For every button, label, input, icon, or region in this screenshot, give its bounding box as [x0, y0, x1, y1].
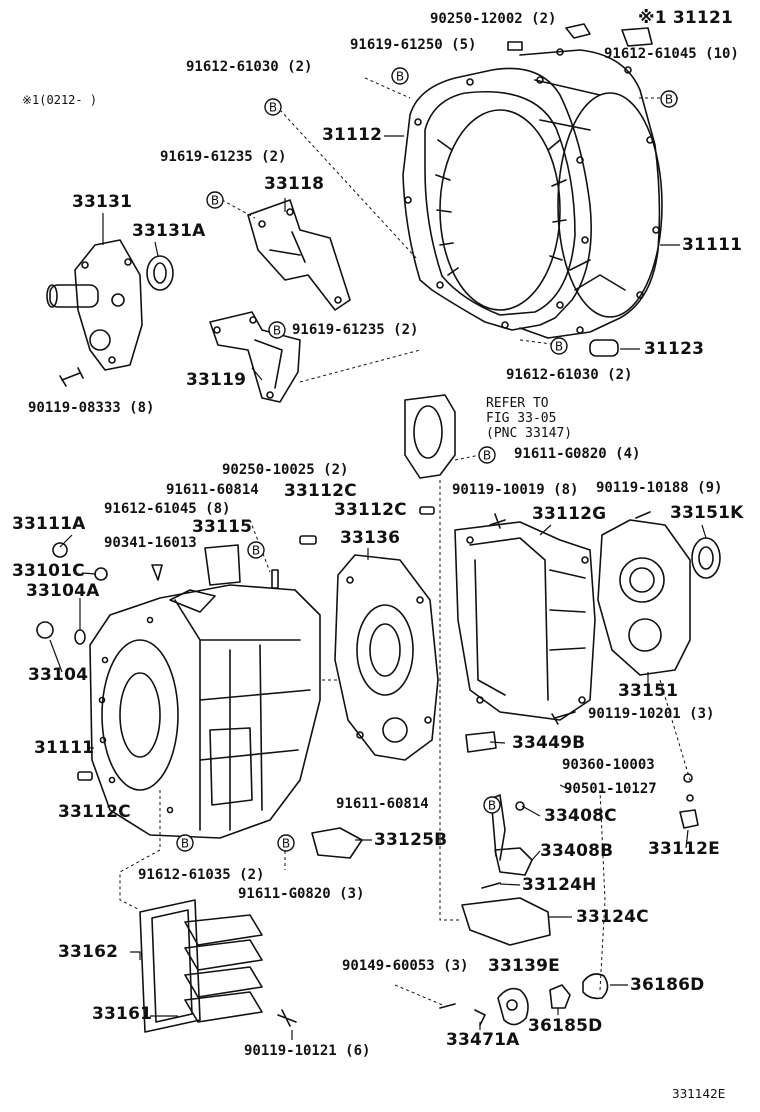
label-91611-60814-b: 91611-60814 [336, 796, 429, 812]
label-33104: 33104 [28, 665, 89, 685]
label-91612-61030-a: 91612-61030 (2) [186, 59, 313, 75]
label-90149-60053: 90149-60053 (3) [342, 958, 469, 974]
clip-90250-12002-shape [565, 23, 591, 39]
figure-code: 331142E [672, 1087, 726, 1101]
svg-text:B: B [555, 340, 563, 354]
bolt-marker-icon: B [268, 321, 286, 339]
bolt-marker-icon: B [206, 191, 224, 209]
label-33112C-c: 33112C [58, 802, 131, 822]
bolt-marker-icon: B [550, 337, 568, 355]
label-33101C: 33101C [12, 561, 85, 581]
label-91612-61030-b: 91612-61030 (2) [506, 367, 633, 383]
label-33151K: 33151K [670, 503, 744, 523]
label-36186D: 36186D [630, 975, 705, 995]
svg-text:B: B [488, 799, 496, 813]
plug-31123-shape [589, 339, 619, 357]
bell-housing-31112-shape [402, 67, 592, 331]
label-33124C: 33124C [576, 907, 649, 927]
label-91611-G0820-4: 91611-G0820 (4) [514, 446, 641, 462]
label-33161: 33161 [92, 1004, 153, 1024]
label-90119-10121: 90119-10121 (6) [244, 1043, 371, 1059]
bolt-marker-icon: B [660, 90, 678, 108]
svg-text:B: B [211, 194, 219, 208]
label-36185D: 36185D [528, 1016, 603, 1036]
bolt-marker-icon: B [247, 541, 265, 559]
label-33139E: 33139E [488, 956, 560, 976]
label-33112C-a: 33112C [284, 481, 357, 501]
label-91612-61035: 91612-61035 (2) [138, 867, 265, 883]
label-33112G: 33112G [532, 504, 607, 524]
svg-text:B: B [396, 70, 404, 84]
label-33125B: 33125B [374, 830, 448, 850]
label-33124H: 33124H [522, 875, 597, 895]
label-33471A: 33471A [446, 1030, 520, 1050]
label-91612-61045-8: 91612-61045 (8) [104, 501, 231, 517]
label-91611-60814-a: 91611-60814 [166, 482, 259, 498]
label-33112E: 33112E [648, 839, 720, 859]
bolt-marker-icon: B [277, 834, 295, 852]
label-90119-10201: 90119-10201 (3) [588, 706, 715, 722]
label-33131A: 33131A [132, 221, 206, 241]
reference-line-2: FIG 33-05 [486, 411, 557, 426]
label-33162: 33162 [58, 942, 119, 962]
label-91619-61235-a: 91619-61235 (2) [160, 149, 287, 165]
bolt-marker-icon: B [176, 834, 194, 852]
label-31121: ※1 31121 [638, 8, 734, 28]
label-33408C: 33408C [544, 806, 617, 826]
label-31111-top: 31111 [682, 235, 743, 255]
reference-line-3: (PNC 33147) [486, 426, 573, 441]
label-33136: 33136 [340, 528, 401, 548]
label-33112C-b: 33112C [334, 500, 407, 520]
bolt-marker-icon: B [478, 446, 496, 464]
label-33111A: 33111A [12, 514, 86, 534]
label-90341-16013: 90341-16013 [104, 535, 197, 551]
svg-text:B: B [665, 93, 673, 107]
label-90250-12002: 90250-12002 (2) [430, 11, 557, 27]
svg-text:B: B [269, 101, 277, 115]
label-90119-08333: 90119-08333 (8) [28, 400, 155, 416]
label-90250-10025: 90250-10025 (2) [222, 462, 349, 478]
label-33408B: 33408B [540, 841, 614, 861]
transmission-case-31111-shape [89, 584, 321, 839]
label-90119-10019: 90119-10019 (8) [452, 482, 579, 498]
label-90119-10188: 90119-10188 (9) [596, 480, 723, 496]
label-31123: 31123 [644, 339, 705, 359]
label-31112: 31112 [322, 125, 383, 145]
svg-text:B: B [282, 837, 290, 851]
clutch-housing-31111-shape [519, 48, 663, 339]
label-33118: 33118 [264, 174, 325, 194]
label-91612-61045-10: 91612-61045 (10) [604, 46, 739, 62]
label-91619-61235-b: 91619-61235 (2) [292, 322, 419, 338]
label-33119: 33119 [186, 370, 247, 390]
reference-note: REFER TO FIG 33-05 (PNC 33147) [486, 396, 572, 441]
reference-line-1: REFER TO [486, 396, 549, 411]
label-91619-61250: 91619-61250 (5) [350, 37, 477, 53]
svg-text:B: B [483, 449, 491, 463]
svg-text:B: B [181, 837, 189, 851]
label-31111-bottom: 31111 [34, 738, 95, 758]
bolt-marker-icon: B [483, 796, 501, 814]
label-33115: 33115 [192, 517, 253, 537]
label-33131: 33131 [72, 192, 133, 212]
svg-text:B: B [252, 544, 260, 558]
bolt-marker-icon: B [391, 67, 409, 85]
label-90360-10003: 90360-10003 [562, 757, 655, 773]
label-90501-10127: 90501-10127 [564, 781, 657, 797]
bolt-marker-icon: B [264, 98, 282, 116]
label-33151: 33151 [618, 681, 679, 701]
label-33449B: 33449B [512, 733, 586, 753]
label-33104A: 33104A [26, 581, 100, 601]
svg-text:B: B [273, 324, 281, 338]
cover-31121-shape [621, 27, 653, 47]
footnote: ※1(0212- ) [22, 93, 98, 107]
label-91611-G0820-3: 91611-G0820 (3) [238, 886, 365, 902]
